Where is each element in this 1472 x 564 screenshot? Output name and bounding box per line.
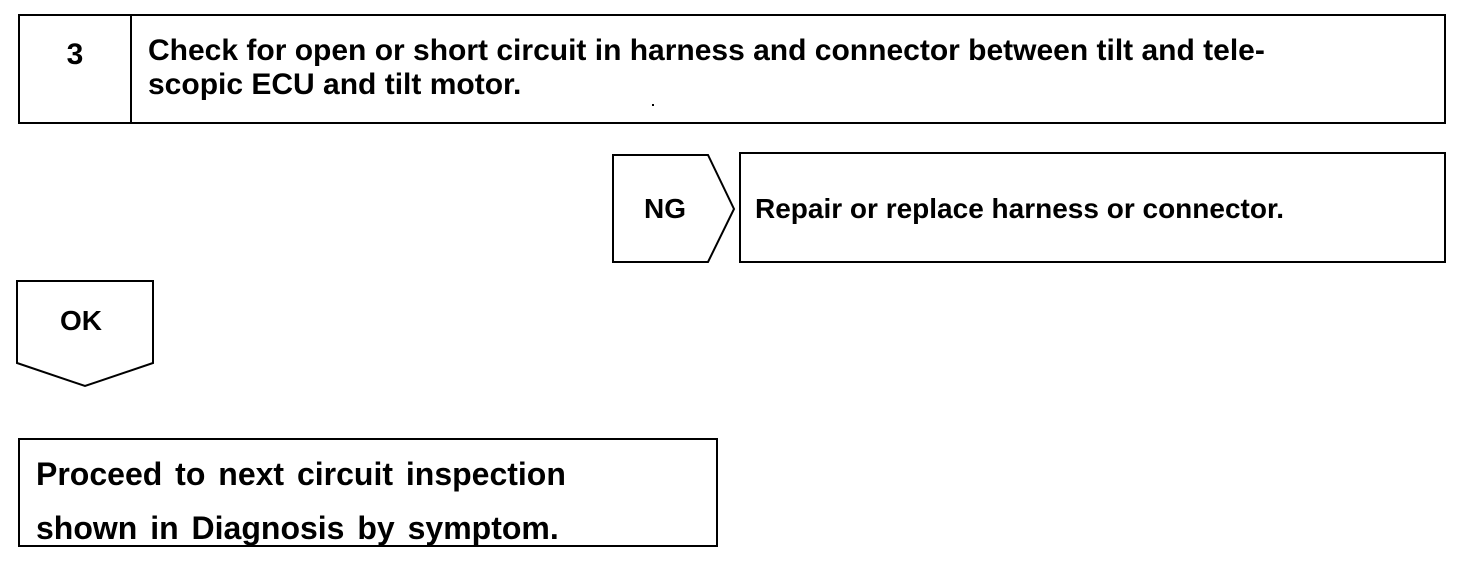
step-number: 3 (20, 16, 132, 122)
ng-arrow-shape (612, 154, 736, 263)
proceed-box: Proceed to next circuit inspection shown… (18, 438, 718, 547)
ok-arrow-shape (16, 280, 154, 388)
stray-dot (652, 104, 654, 106)
step-description: Check for open or short circuit in harne… (148, 34, 1265, 101)
repair-action-box: Repair or replace harness or connector. (739, 152, 1446, 263)
step-box: 3 Check for open or short circuit in har… (18, 14, 1446, 124)
proceed-text: Proceed to next circuit inspection shown… (36, 456, 566, 546)
ng-label: NG (644, 193, 686, 224)
ok-label: OK (60, 305, 102, 336)
repair-action-text: Repair or replace harness or connector. (755, 193, 1285, 224)
